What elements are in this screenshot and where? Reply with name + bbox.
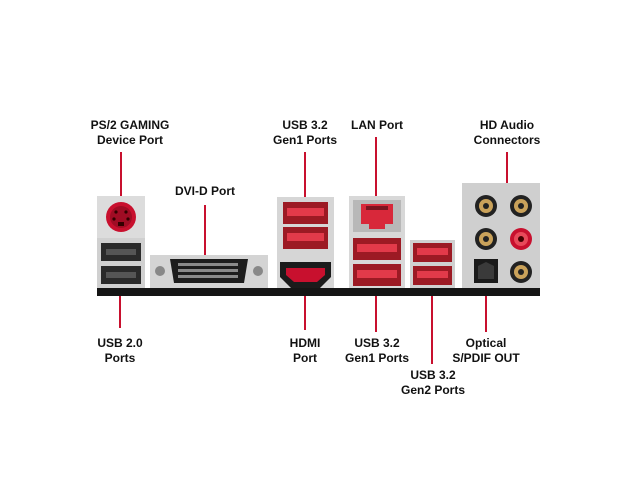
label-hdmi-line2: Port <box>293 351 317 365</box>
label-dvid: DVI-D Port <box>160 184 250 199</box>
leader-lines <box>119 137 508 364</box>
panel-base-bar <box>97 288 540 296</box>
label-usb32-gen2-line1: USB 3.2 <box>410 368 456 382</box>
label-lan: LAN Port <box>335 118 419 133</box>
label-hdmi-line1: HDMI <box>289 336 321 350</box>
label-usb32-top-line2: Gen1 Ports <box>272 133 338 147</box>
label-ps2: PS/2 GAMING Device Port <box>70 118 190 148</box>
label-usb20: USB 2.0 Ports <box>85 336 155 366</box>
label-dvid-line1: DVI-D Port <box>175 184 235 198</box>
usb32-gen2-stack <box>410 240 455 288</box>
label-hd-audio: HD Audio Connectors <box>462 118 552 148</box>
label-usb32-top: USB 3.2 Gen1 Ports <box>260 118 350 148</box>
usb32-gen1-bottom-stack <box>353 238 401 286</box>
label-ps2-line2: Device Port <box>96 133 164 147</box>
label-usb20-line1: USB 2.0 <box>97 336 143 350</box>
label-hd-audio-line1: HD Audio <box>479 118 535 132</box>
label-optical: Optical S/PDIF OUT <box>440 336 532 366</box>
label-lan-line1: LAN Port <box>351 118 403 132</box>
dvid-port <box>150 255 268 288</box>
ps2-port <box>97 196 145 238</box>
label-usb32-top-line1: USB 3.2 <box>282 118 328 132</box>
label-usb20-line2: Ports <box>104 351 136 365</box>
hdmi-port <box>280 262 331 288</box>
label-ps2-line1: PS/2 GAMING <box>90 118 170 132</box>
label-optical-line1: Optical <box>465 336 507 350</box>
label-usb32-gen2-line2: Gen2 Ports <box>400 383 466 397</box>
label-usb32-bottom-line2: Gen1 Ports <box>344 351 410 365</box>
label-usb32-bottom: USB 3.2 Gen1 Ports <box>334 336 420 366</box>
audio-block <box>462 183 540 288</box>
label-hdmi: HDMI Port <box>275 336 335 366</box>
label-usb32-gen2: USB 3.2 Gen2 Ports <box>390 368 476 398</box>
label-usb32-bottom-line1: USB 3.2 <box>354 336 400 350</box>
usb20-ports <box>97 238 145 288</box>
label-hd-audio-line2: Connectors <box>473 133 541 147</box>
label-optical-line2: S/PDIF OUT <box>452 351 520 365</box>
